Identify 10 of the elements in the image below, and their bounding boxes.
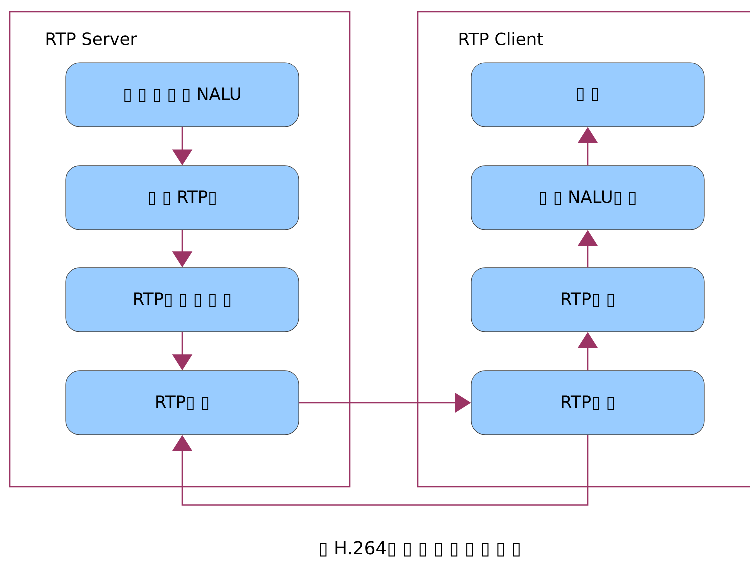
process-box: ▯ ▯ NALU▯ ▯ bbox=[471, 166, 705, 230]
process-box: ▯ ▯ bbox=[471, 62, 705, 128]
process-box: RTP▯ ▯ bbox=[471, 370, 705, 436]
process-box: RTP▯ ▯ bbox=[66, 370, 300, 436]
process-box: RTP▯ ▯ ▯ ▯ ▯ bbox=[66, 268, 300, 332]
arrow bbox=[172, 435, 589, 506]
process-box: ▯ ▯ RTP▯ bbox=[66, 166, 300, 230]
process-box: ▯ ▯ ▯ ▯ ▯ NALU bbox=[66, 62, 300, 128]
caption: ▯ H.264▯ ▯ ▯ ▯ ▯ ▯ ▯ ▯ ▯ bbox=[320, 541, 520, 557]
process-box: RTP▯ ▯ bbox=[471, 268, 705, 332]
